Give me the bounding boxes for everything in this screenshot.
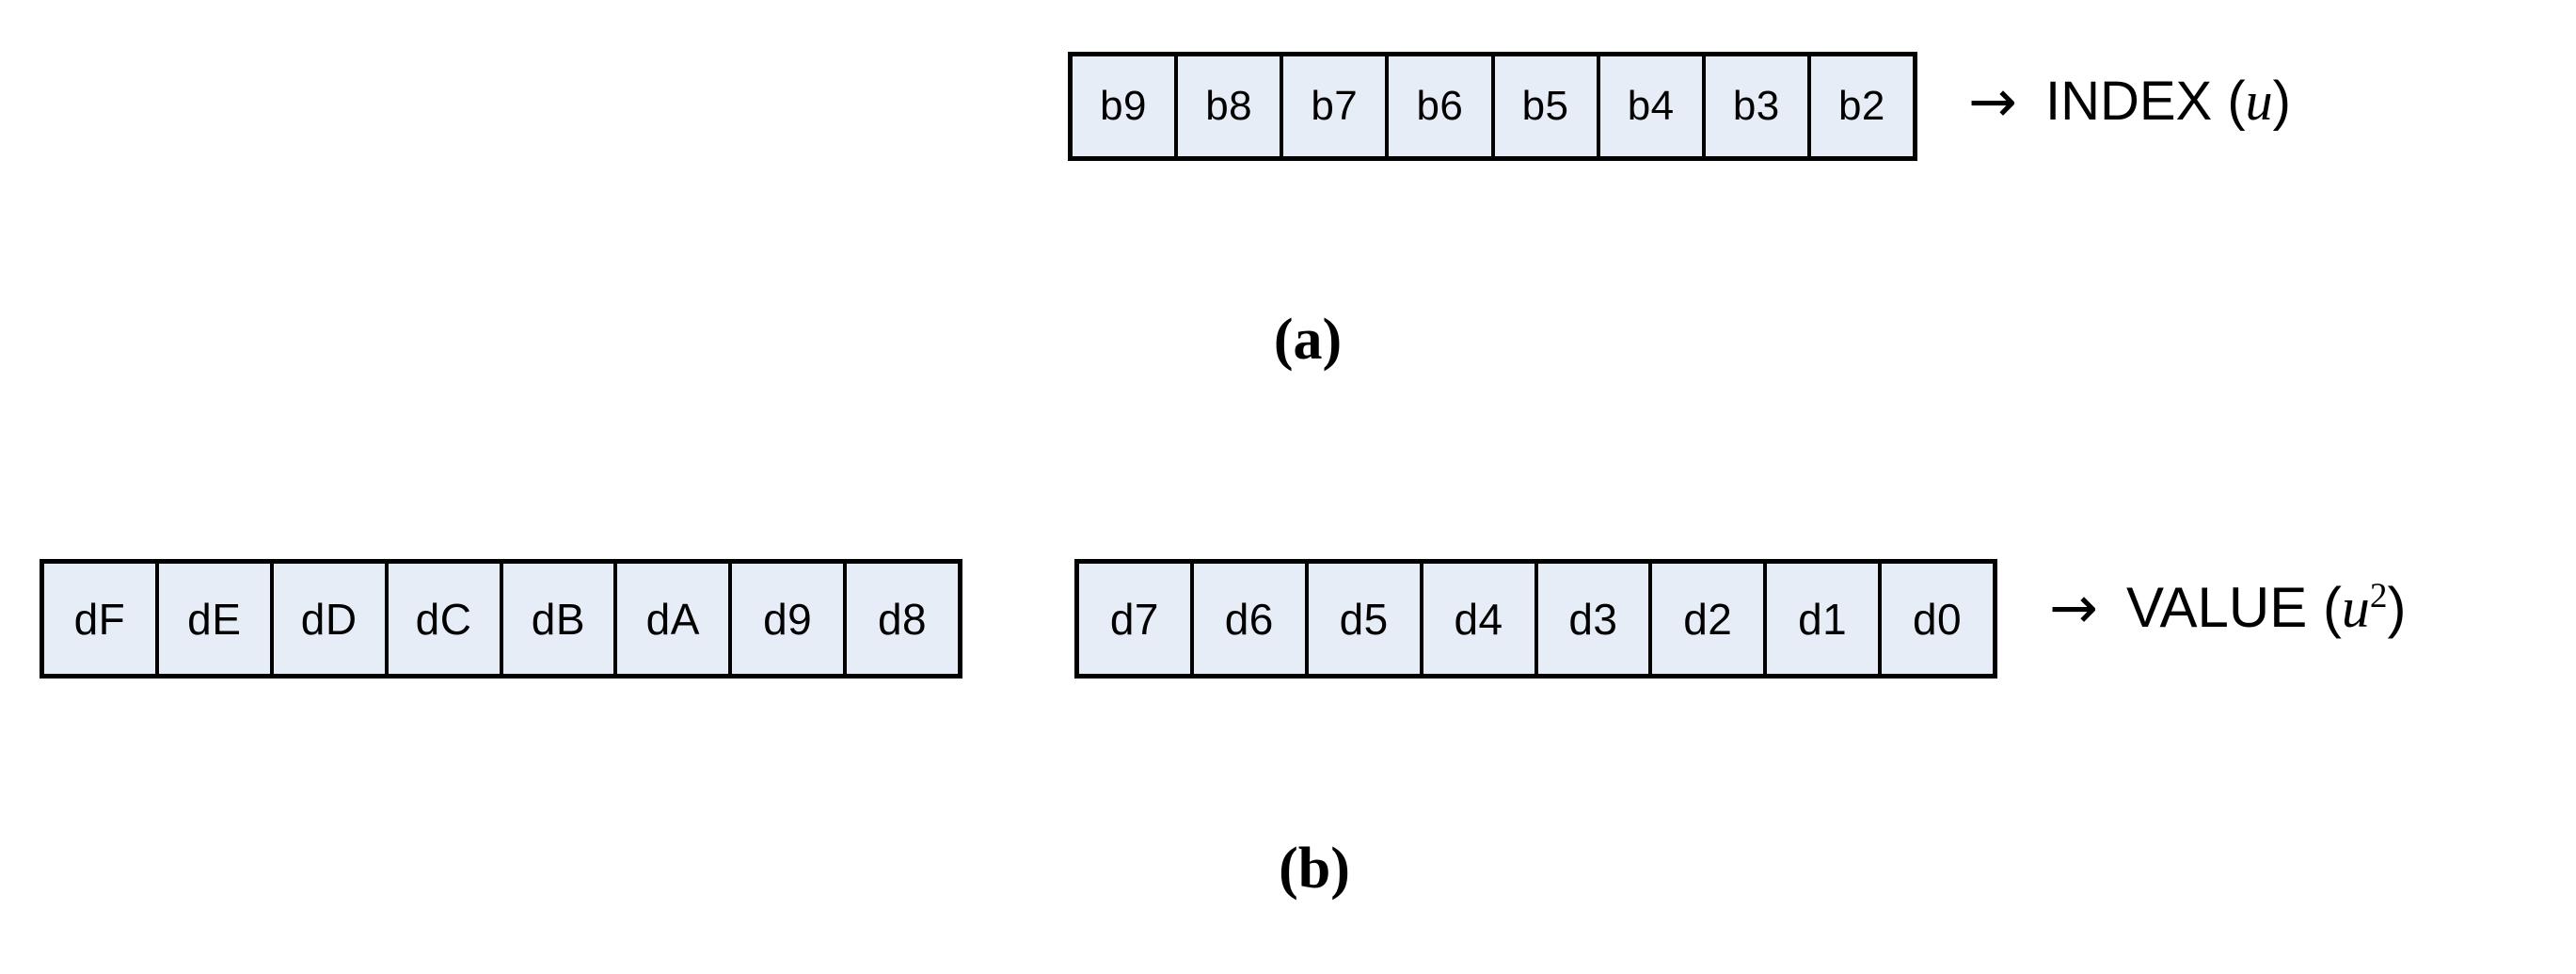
bit-cell: b8 xyxy=(1178,56,1284,156)
value-high-bit-field-row: dF dE dD dC dB dA d9 d8 xyxy=(40,559,962,679)
bit-cell: d7 xyxy=(1079,564,1194,674)
value-low-bit-field-row: d7 d6 d5 d4 d3 d2 d1 d0 xyxy=(1074,559,1997,679)
bit-cell: d0 xyxy=(1882,564,1993,674)
bit-cell: d1 xyxy=(1767,564,1883,674)
value-variable: u xyxy=(2341,577,2370,639)
subfigure-caption-b: (b) xyxy=(1279,837,1350,901)
value-label: VALUE xyxy=(2125,576,2308,639)
index-annotation: → INDEX (u) xyxy=(1968,72,2291,131)
bit-cell: dC xyxy=(388,564,503,674)
index-label: INDEX xyxy=(2044,71,2213,132)
bit-cell: b5 xyxy=(1494,56,1600,156)
bit-cell: d4 xyxy=(1423,564,1538,674)
value-annotation: → VALUE (u2) xyxy=(2049,579,2407,637)
bit-cell: d2 xyxy=(1652,564,1768,674)
value-exponent: 2 xyxy=(2369,577,2388,615)
value-annotation-text: VALUE (u2) xyxy=(2126,577,2407,639)
bit-cell: b7 xyxy=(1283,56,1390,156)
bit-cell: dE xyxy=(158,564,274,674)
bit-cell: d6 xyxy=(1193,564,1309,674)
bit-cell: d9 xyxy=(732,564,848,674)
bit-cell: d8 xyxy=(847,564,958,674)
bit-cell: dA xyxy=(617,564,733,674)
index-annotation-text: INDEX (u) xyxy=(2045,74,2291,129)
index-paren-close: ) xyxy=(2272,71,2291,132)
right-arrow-icon: → xyxy=(2049,573,2098,642)
bit-cell: d5 xyxy=(1308,564,1423,674)
bit-cell: d3 xyxy=(1537,564,1653,674)
subfigure-caption-a: (a) xyxy=(1273,308,1343,372)
right-arrow-icon: → xyxy=(1968,67,2017,136)
value-paren-open: ( xyxy=(2322,576,2342,639)
value-paren-close: ) xyxy=(2387,576,2407,639)
bit-cell: dF xyxy=(44,564,159,674)
bit-cell: b4 xyxy=(1599,56,1706,156)
bit-cell: b9 xyxy=(1073,56,1179,156)
bit-cell: b3 xyxy=(1705,56,1811,156)
index-paren-open: ( xyxy=(2227,71,2246,132)
bit-cell: b6 xyxy=(1389,56,1495,156)
index-variable: u xyxy=(2245,71,2273,132)
index-bit-field-row: b9 b8 b7 b6 b5 b4 b3 b2 xyxy=(1068,52,1917,161)
bit-cell: dB xyxy=(502,564,618,674)
bit-cell: dD xyxy=(273,564,389,674)
bit-cell: b2 xyxy=(1810,56,1913,156)
